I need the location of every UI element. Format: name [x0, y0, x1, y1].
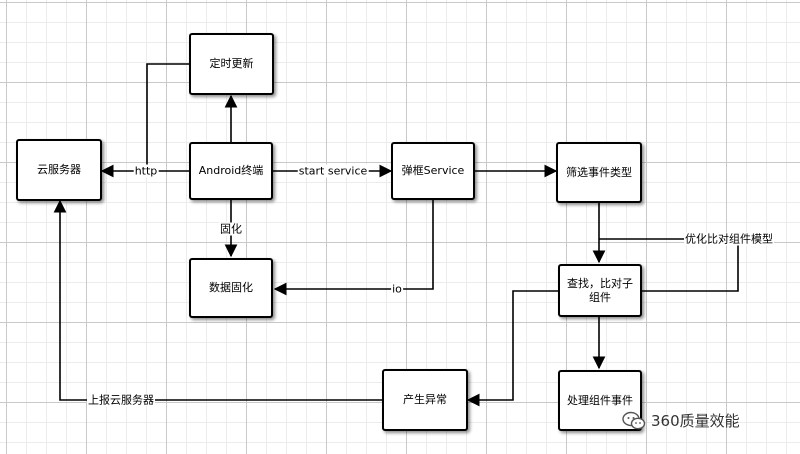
node-produce-exception: 产生异常 [382, 369, 468, 431]
edge-find-to-exception [466, 290, 558, 407]
watermark-text: 360质量效能 [651, 412, 740, 430]
watermark: 360质量效能 [622, 410, 740, 431]
node-cloud-server: 云服务器 [16, 139, 102, 201]
wechat-icon [622, 411, 646, 429]
label-optimize-compare: 优化比对组件模型 [684, 232, 774, 246]
node-scheduled-update: 定时更新 [189, 33, 274, 95]
label-http: http [133, 164, 159, 178]
node-data-persist: 数据固化 [189, 258, 273, 318]
node-filter-event-type: 筛选事件类型 [556, 142, 642, 203]
edge-http-to-scheduled-update [146, 63, 189, 171]
edge-optimize-loop [599, 238, 739, 292]
edge-service-to-data-persist [273, 200, 434, 296]
label-persist: 固化 [219, 222, 243, 236]
node-handle-component-event: 处理组件事件 [558, 370, 642, 431]
label-report-cloud: 上报云服务器 [87, 393, 155, 407]
label-io: io [391, 282, 403, 296]
edge-exception-to-cloud-server [53, 199, 382, 401]
label-start-service: start service [297, 164, 369, 178]
node-android-terminal: Android终端 [189, 142, 273, 200]
node-popup-service: 弹框Service [391, 142, 475, 200]
node-find-compare: 查找，比对子组件 [558, 264, 642, 317]
